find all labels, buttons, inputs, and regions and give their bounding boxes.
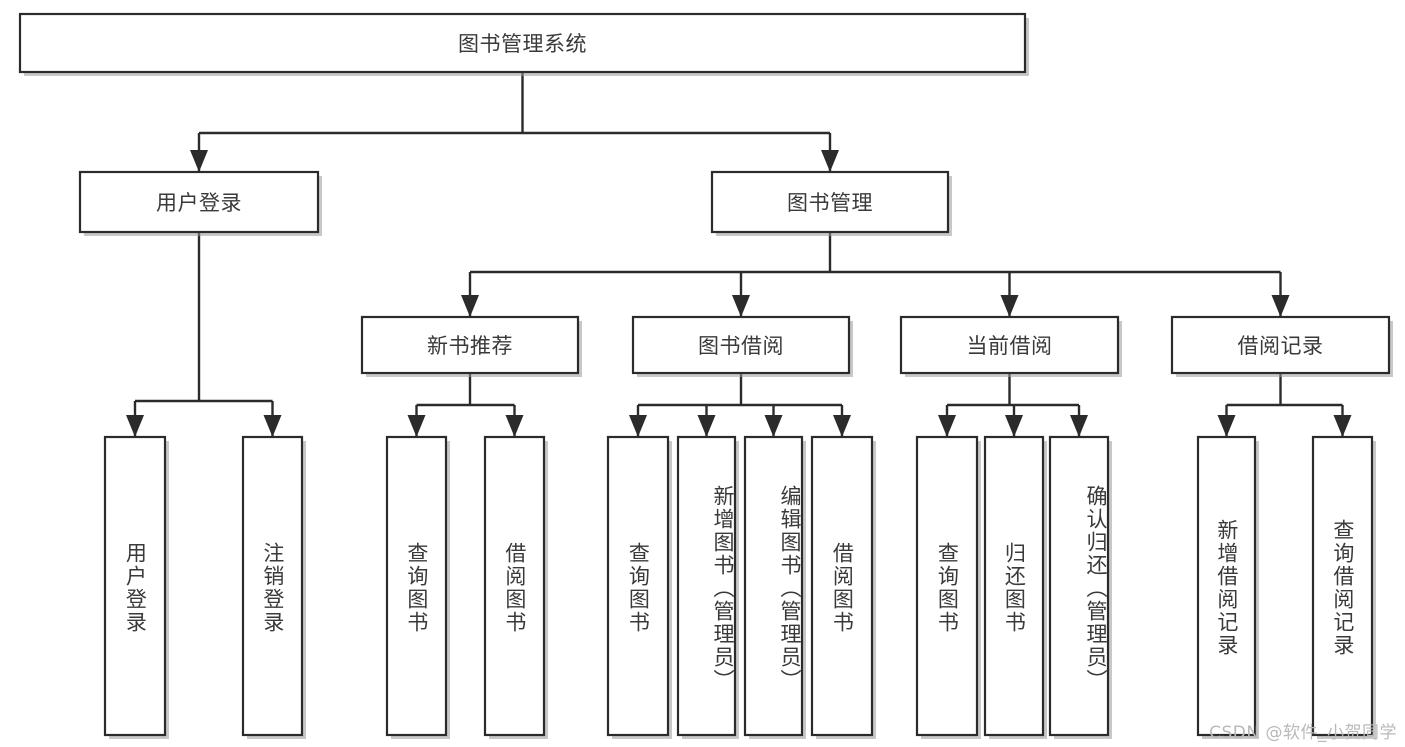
csdn-watermark: CSDN @软件_小贺同学: [1209, 723, 1397, 743]
node-box-leaf-query-book-3[interactable]: [915, 435, 979, 737]
node-box-book-manage[interactable]: [710, 170, 950, 234]
arrow-head-edge-newbook-to-leaves-0: [407, 415, 426, 437]
arrow-head-edge-currentborrow-to-leaves-1: [1005, 415, 1023, 437]
arrow-head-edge-bookborrow-to-leaves-2: [764, 415, 783, 437]
node-box-root[interactable]: [18, 12, 1027, 74]
node-box-book-borrow[interactable]: [631, 315, 851, 375]
node-box-leaf-edit-book[interactable]: [743, 435, 804, 737]
node-box-leaf-confirm-return[interactable]: [1048, 435, 1110, 737]
node-box-leaf-query-book-2[interactable]: [606, 435, 670, 737]
node-box-leaf-add-book[interactable]: [676, 435, 737, 737]
arrow-head-edge-borrowrecord-to-leaves-1: [1333, 415, 1352, 437]
arrow-head-edge-bookmanage-to-level3-0: [461, 295, 479, 317]
node-box-leaf-query-record[interactable]: [1311, 435, 1374, 737]
arrow-head-edge-root-to-level2-0: [190, 150, 208, 172]
node-box-leaf-logout-login[interactable]: [241, 435, 304, 737]
node-box-user-login[interactable]: [78, 170, 320, 234]
arrow-head-edge-currentborrow-to-leaves-0: [938, 415, 956, 437]
arrow-head-edge-bookborrow-to-leaves-1: [697, 415, 716, 437]
arrow-head-edge-borrowrecord-to-leaves-0: [1217, 415, 1236, 437]
node-box-leaf-user-login[interactable]: [103, 435, 167, 737]
node-box-leaf-borrow-book-1[interactable]: [483, 435, 546, 737]
edges-layer: [126, 72, 1352, 437]
arrow-head-edge-bookmanage-to-level3-1: [732, 295, 750, 317]
node-box-leaf-return-book[interactable]: [983, 435, 1045, 737]
node-box-leaf-query-book-1[interactable]: [385, 435, 448, 737]
arrow-head-edge-bookborrow-to-leaves-0: [629, 415, 647, 437]
arrow-head-edge-bookmanage-to-level3-2: [1000, 295, 1019, 317]
boxes-layer: [18, 12, 1393, 739]
node-box-leaf-borrow-book-2[interactable]: [810, 435, 874, 737]
node-box-borrow-record[interactable]: [1170, 315, 1391, 375]
arrow-head-edge-userlogin-to-leaves-0: [126, 415, 144, 437]
arrow-head-edge-currentborrow-to-leaves-2: [1070, 415, 1088, 437]
arrow-head-edge-root-to-level2-1: [821, 150, 839, 172]
arrow-head-edge-userlogin-to-leaves-1: [263, 415, 282, 437]
node-box-leaf-add-record[interactable]: [1196, 435, 1257, 737]
arrow-head-edge-newbook-to-leaves-1: [505, 415, 524, 437]
arrow-head-edge-bookborrow-to-leaves-3: [833, 415, 851, 437]
node-box-current-borrow[interactable]: [899, 315, 1120, 375]
arrow-head-edge-bookmanage-to-level3-3: [1271, 295, 1290, 317]
node-box-new-book-rec[interactable]: [360, 315, 580, 375]
